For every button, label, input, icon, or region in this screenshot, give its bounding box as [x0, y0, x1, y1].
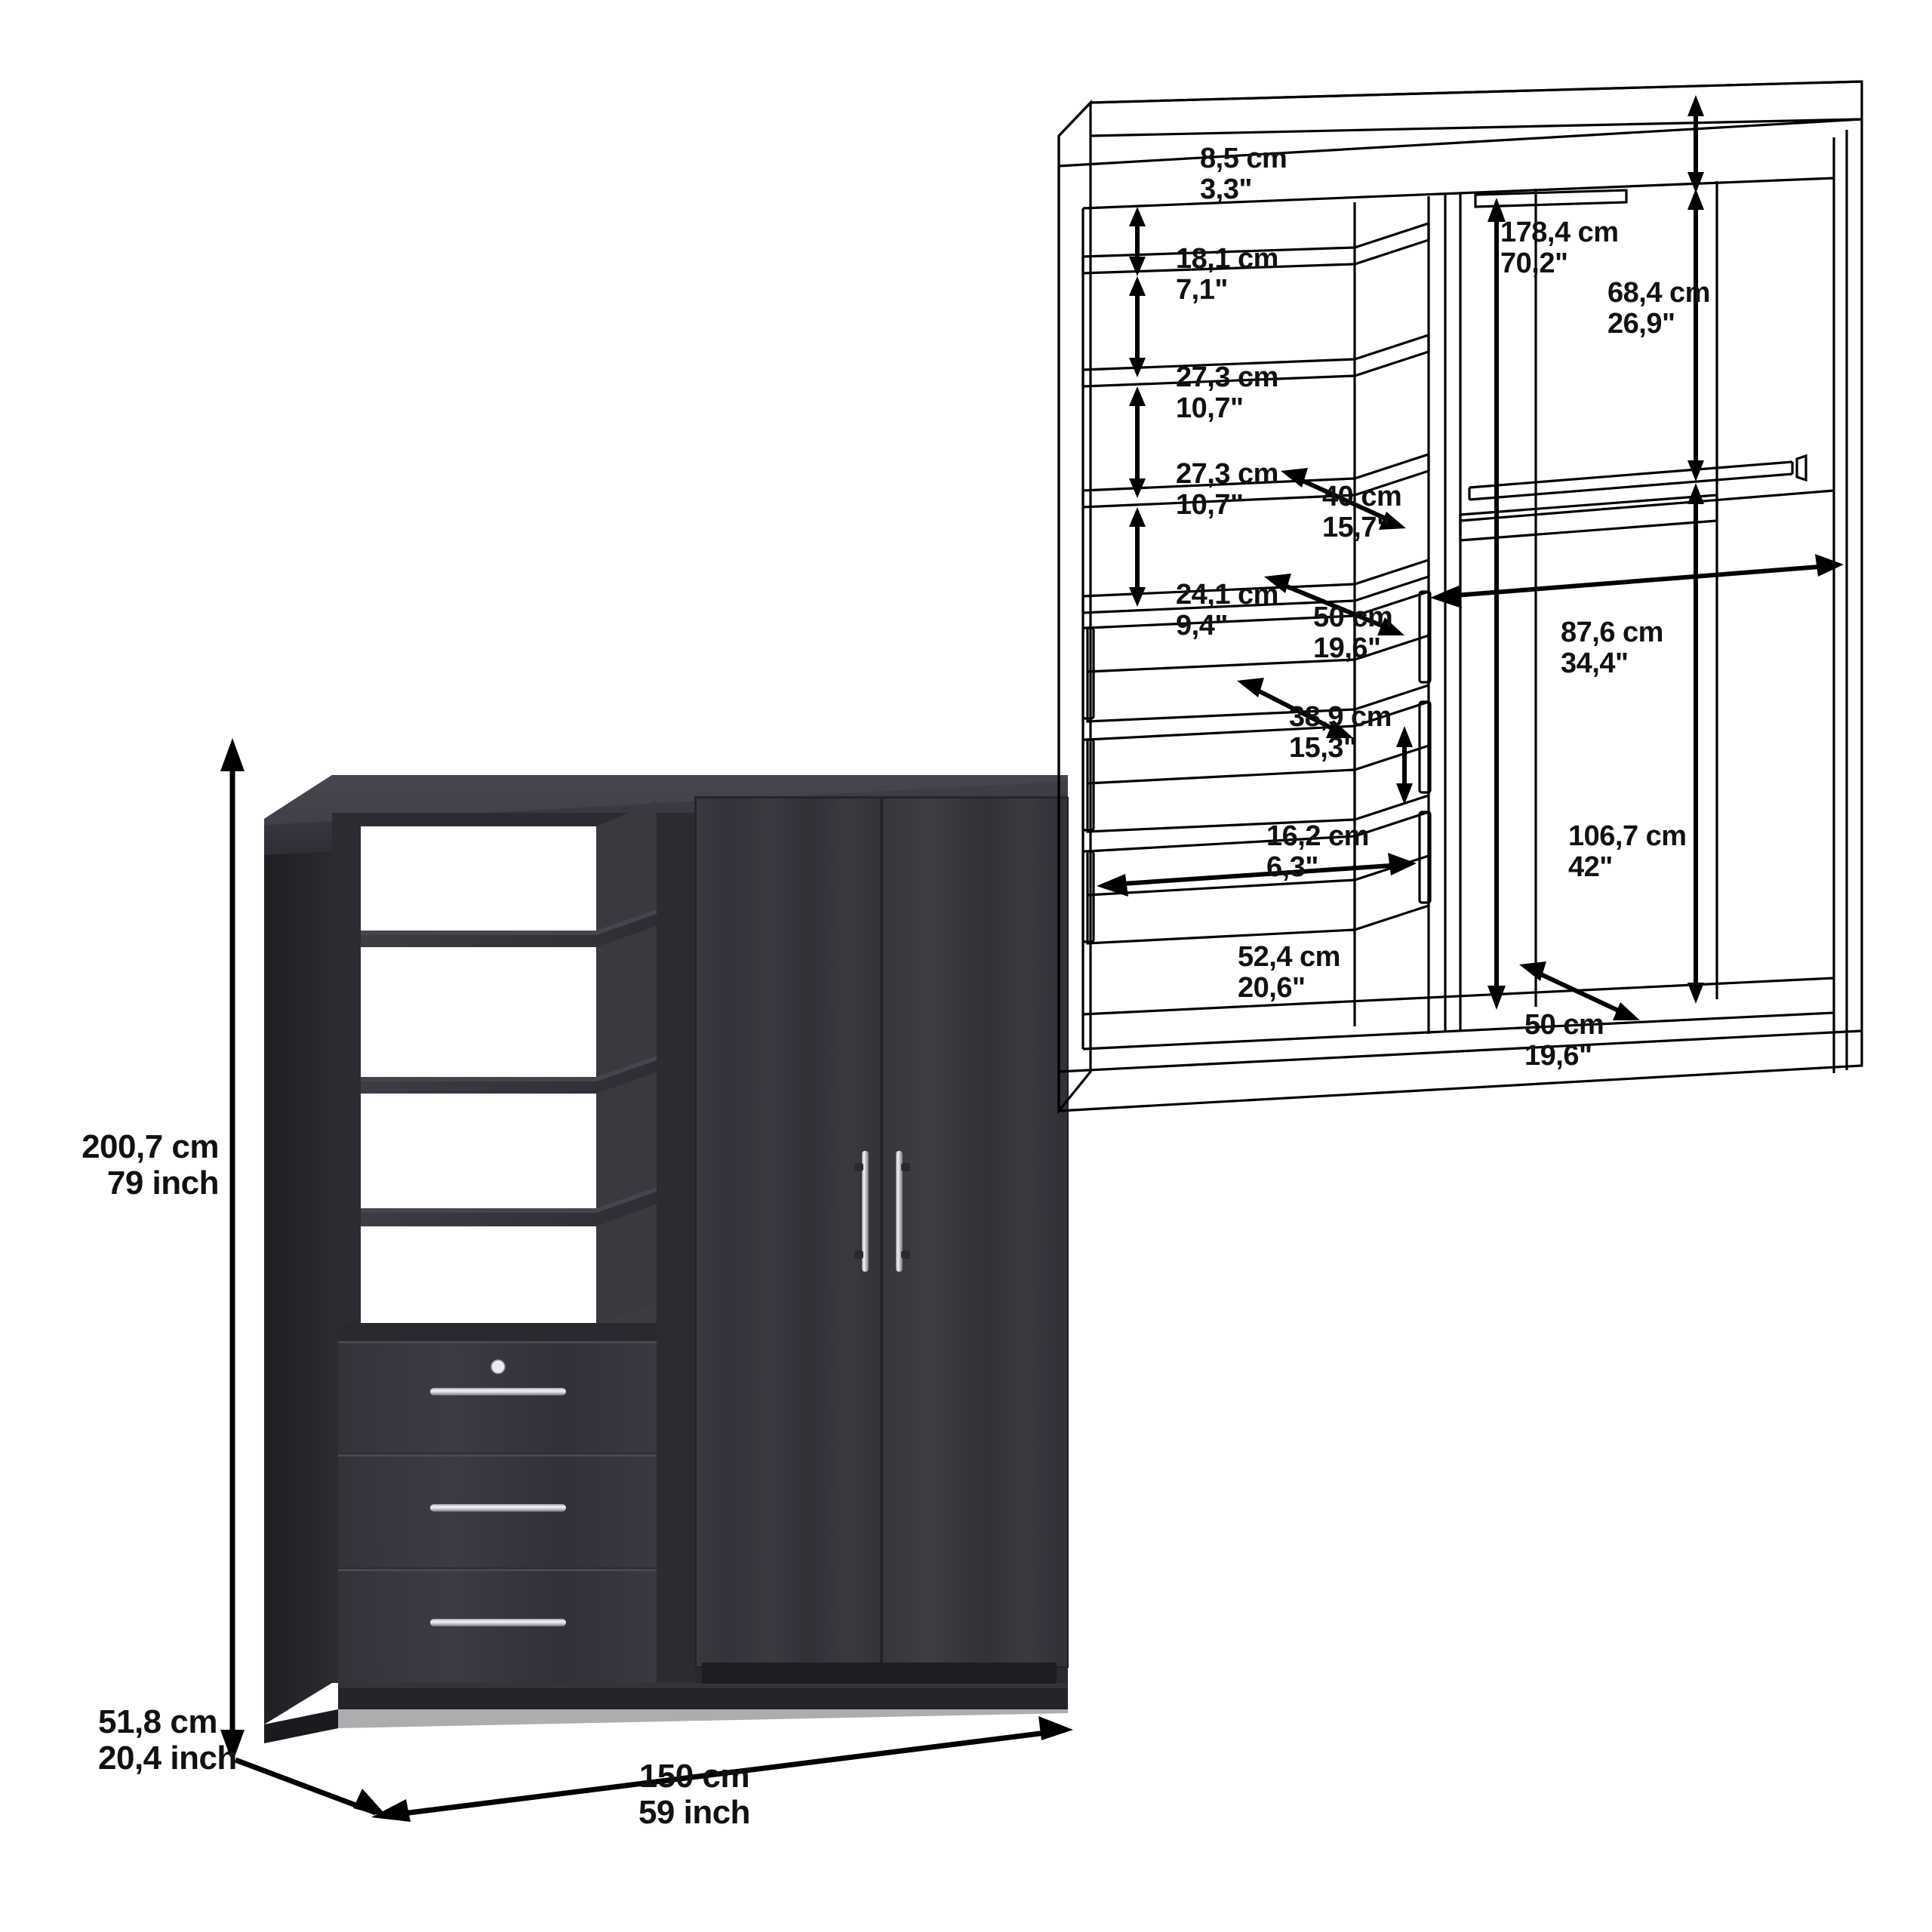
door-left-handle [862, 1151, 869, 1272]
door-right [881, 797, 1069, 1668]
shelf-2 [361, 1056, 657, 1094]
depth-dimension-label: 51,8 cm 20,4 inch [98, 1703, 237, 1777]
drawer-1-handle [430, 1388, 566, 1395]
dim-label-shelf-gap-1: 18,1 cm 7,1" [1176, 243, 1278, 306]
technical-dimension-drawing [1053, 68, 1932, 1147]
width-dimension-label: 150 cm 59 inch [638, 1758, 751, 1831]
arrow-shelf-width [1264, 574, 1404, 635]
carcass-outline [1057, 80, 1863, 1115]
height-dimension-label: 200,7 cm 79 inch [82, 1128, 219, 1201]
dim-label-shelf-depth: 40 cm 15,7" [1322, 481, 1402, 544]
dim-label-drawer-depth: 38,9 cm 15,3" [1289, 701, 1392, 764]
arrow-top-panel-thickness [1687, 95, 1704, 193]
arrow-shelf-gap-2 [1129, 276, 1146, 377]
depth-dimension-arrow [234, 1757, 388, 1817]
arrow-drawer-depth [1237, 678, 1353, 738]
product-render-image [249, 728, 1124, 1807]
drawer-3-handle [430, 1619, 566, 1626]
center-divider [1427, 193, 1462, 1034]
height-dimension-arrow [220, 738, 245, 1763]
dim-label-upper-hanging-height: 68,4 cm 26,9" [1607, 277, 1710, 340]
dim-label-top-panel-thickness: 8,5 cm 3,3" [1200, 143, 1287, 206]
cabinet-left-side-panel [264, 775, 332, 1724]
drawer-1 [338, 1341, 657, 1453]
drawer-2 [338, 1454, 657, 1567]
dim-label-shelf-gap-4: 24,1 cm 9,4" [1176, 579, 1278, 642]
arrow-shelf-gap-4 [1129, 507, 1146, 607]
arrow-shelf-gap-3 [1129, 386, 1146, 498]
product-dimension-arrows [136, 717, 1140, 1834]
dim-label-drawer-width: 52,4 cm 20,6" [1238, 941, 1340, 1004]
arrow-shelf-gap-1 [1129, 207, 1146, 276]
right-cabinet-bay [1459, 181, 1835, 1007]
dim-label-base-depth: 50 cm 19,6" [1524, 1009, 1604, 1072]
arrow-drawer-height [1396, 726, 1413, 804]
arrow-shelf-depth [1281, 468, 1406, 530]
arrow-upper-hanging-height [1687, 189, 1704, 481]
open-shelf-section [338, 801, 657, 1341]
cabinet-plinth [264, 1663, 1068, 1743]
dim-label-lower-hanging-height: 106,7 cm 42" [1568, 820, 1687, 884]
arrow-interior-height [1487, 198, 1506, 1010]
dim-label-shelf-width: 50 cm 19,6" [1313, 601, 1393, 665]
dim-label-drawer-height: 16,2 cm 6,3" [1266, 820, 1369, 884]
shelf-3 [361, 1187, 657, 1226]
drawer-lock-icon [491, 1360, 505, 1374]
drawer-3 [338, 1569, 657, 1683]
arrow-cabinet-width [1430, 554, 1844, 608]
dim-label-shelf-gap-3: 27,3 cm 10,7" [1176, 458, 1278, 521]
arrow-drawer-width [1097, 853, 1417, 897]
width-dimension-arrow [371, 1716, 1073, 1822]
dim-label-interior-height: 178,4 cm 70,2" [1500, 217, 1619, 280]
dim-label-cabinet-width: 87,6 cm 34,4" [1561, 617, 1663, 680]
arrow-base-depth [1519, 961, 1640, 1020]
drawer-2-handle [430, 1504, 566, 1512]
door-right-handle [896, 1151, 903, 1272]
dim-label-shelf-gap-2: 27,3 cm 10,7" [1176, 361, 1278, 425]
door-left [695, 797, 881, 1668]
shelf-1 [361, 909, 657, 947]
arrow-lower-hanging-height [1687, 483, 1704, 1004]
drawer-stack [338, 1341, 657, 1683]
shelf-bottom-rail [338, 1302, 657, 1341]
